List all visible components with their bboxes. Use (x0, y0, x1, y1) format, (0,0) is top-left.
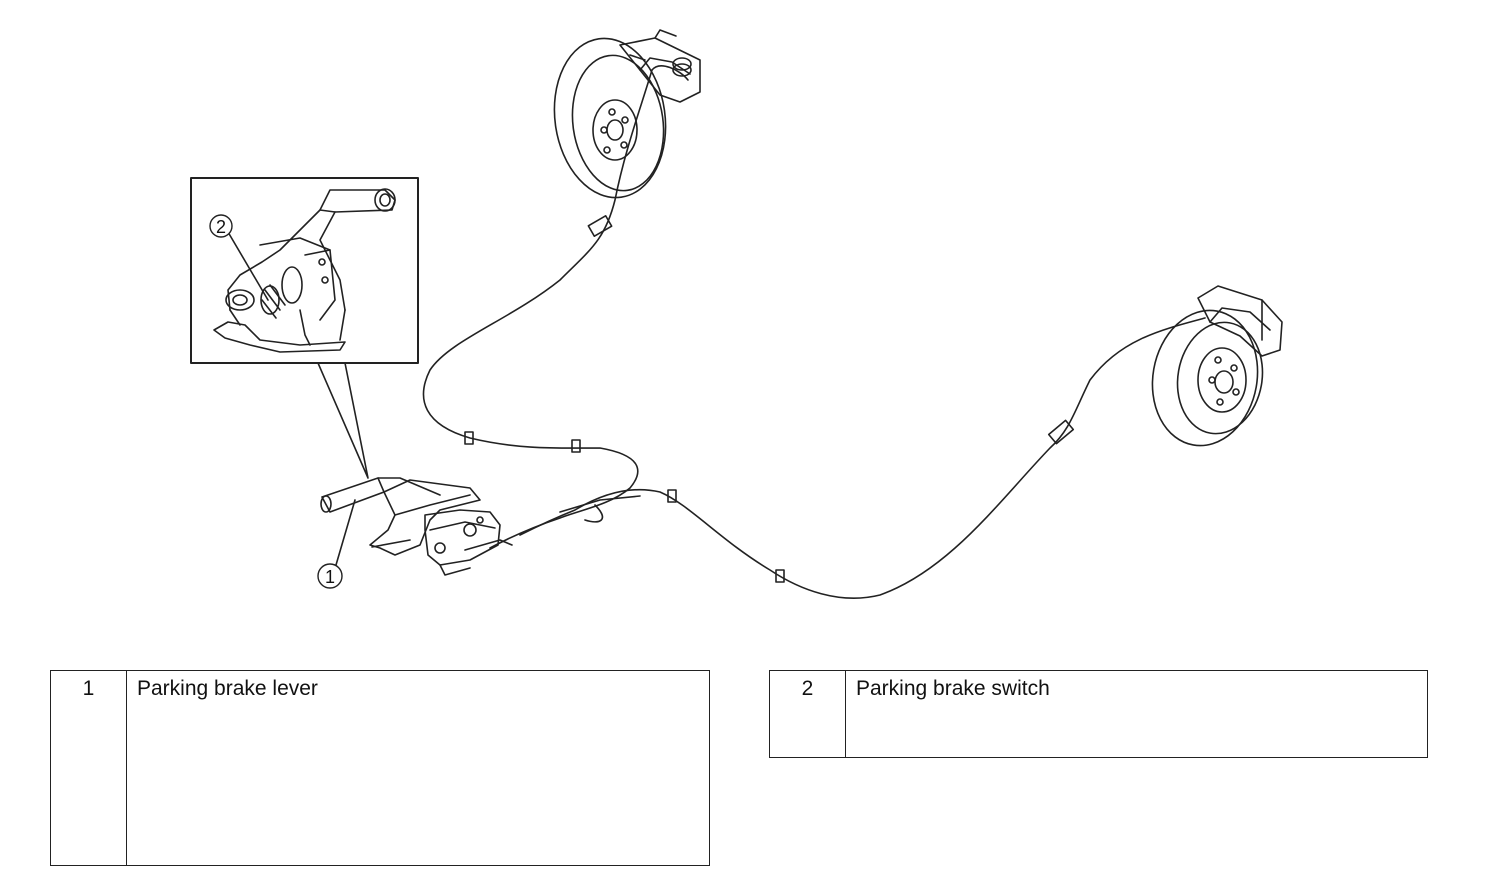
right-brake-cable (519, 317, 1206, 599)
callout-1-leader (335, 499, 356, 566)
parking-brake-lever-assembly (320, 477, 513, 576)
left-brake-caliper (619, 29, 701, 103)
detail-inset-frame (190, 177, 419, 364)
callout-1: 1 (317, 563, 343, 589)
left-cable-grommet (587, 215, 613, 237)
legend-entry-2: 2 Parking brake switch (769, 670, 1428, 758)
callout-1-number: 1 (325, 567, 335, 587)
callout-2: 2 (209, 214, 233, 238)
left-brake-cable (422, 69, 653, 549)
legend-label-2: Parking brake switch (856, 677, 1050, 700)
right-brake-caliper (1197, 285, 1283, 357)
callout-2-number: 2 (216, 217, 226, 237)
parking-brake-diagram: 1 2 (190, 29, 1283, 599)
legend-number-1: 1 (51, 671, 127, 865)
legend-label-1: Parking brake lever (137, 677, 318, 700)
detail-inset-pointer (317, 362, 369, 479)
inset-lever-detail (213, 188, 396, 353)
right-brake-disc (1151, 309, 1264, 447)
right-cable-grommet (1047, 419, 1075, 445)
left-brake-disc (553, 37, 667, 199)
legend-entry-1: 1 Parking brake lever (50, 670, 710, 866)
callout-2-leader (227, 231, 269, 301)
legend-number-2: 2 (770, 671, 846, 757)
